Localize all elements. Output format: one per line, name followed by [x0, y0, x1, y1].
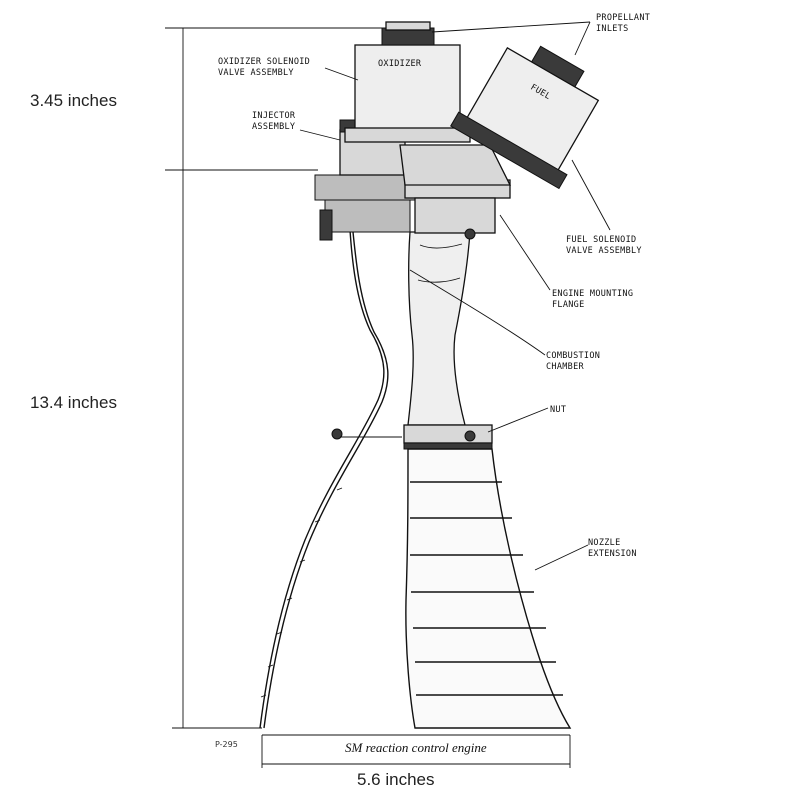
dimension-width: 5.6 inches [357, 770, 435, 789]
engine-mounting-flange-body [399, 144, 512, 240]
svg-text:VALVE ASSEMBLY: VALVE ASSEMBLY [218, 68, 294, 78]
label-combustion-chamber: COMBUSTION CHAMBER [546, 351, 600, 372]
nozzle-left-contour [259, 229, 389, 729]
label-propellant-inlets: PROPELLANT INLETS [596, 13, 650, 34]
dimension-lower-height: 13.4 inches [30, 393, 117, 412]
svg-text:ASSEMBLY: ASSEMBLY [252, 122, 295, 132]
svg-text:FLANGE: FLANGE [552, 300, 585, 310]
svg-text:NOZZLE: NOZZLE [588, 538, 621, 548]
svg-text:VALVE ASSEMBLY: VALVE ASSEMBLY [566, 246, 642, 256]
svg-text:EXTENSION: EXTENSION [588, 549, 637, 559]
svg-text:CHAMBER: CHAMBER [546, 362, 585, 372]
figure-reference: P-295 [215, 740, 238, 749]
label-injector-assembly: INJECTOR ASSEMBLY [252, 111, 296, 132]
svg-text:INJECTOR: INJECTOR [252, 111, 296, 121]
svg-text:OXIDIZER SOLENOID: OXIDIZER SOLENOID [218, 57, 310, 67]
label-nut: NUT [550, 405, 566, 415]
horizontal-dimension-line [261, 734, 571, 768]
svg-text:ENGINE MOUNTING: ENGINE MOUNTING [552, 289, 633, 299]
svg-text:PROPELLANT: PROPELLANT [596, 13, 650, 23]
combustion-chamber-body [407, 231, 471, 426]
vertical-dimension-line [165, 27, 382, 729]
label-engine-mounting-flange: ENGINE MOUNTING FLANGE [552, 289, 633, 310]
fuel-valve-body: FUEL [450, 45, 600, 190]
label-oxidizer-solenoid-valve: OXIDIZER SOLENOID VALVE ASSEMBLY [218, 57, 310, 78]
figure-caption: SM reaction control engine [345, 740, 487, 755]
leader-lines [299, 21, 611, 571]
dimension-upper-height: 3.45 inches [30, 91, 117, 110]
oxidizer-body-label: OXIDIZER [378, 59, 422, 69]
oxidizer-valve-body: OXIDIZER [344, 21, 471, 143]
nut-ring [403, 424, 493, 450]
nozzle-extension-body [405, 448, 572, 729]
svg-text:INLETS: INLETS [596, 24, 629, 34]
svg-text:FUEL SOLENOID: FUEL SOLENOID [566, 235, 636, 245]
label-fuel-solenoid-valve: FUEL SOLENOID VALVE ASSEMBLY [566, 235, 642, 256]
label-nozzle-extension: NOZZLE EXTENSION [588, 538, 637, 559]
svg-text:COMBUSTION: COMBUSTION [546, 351, 600, 361]
